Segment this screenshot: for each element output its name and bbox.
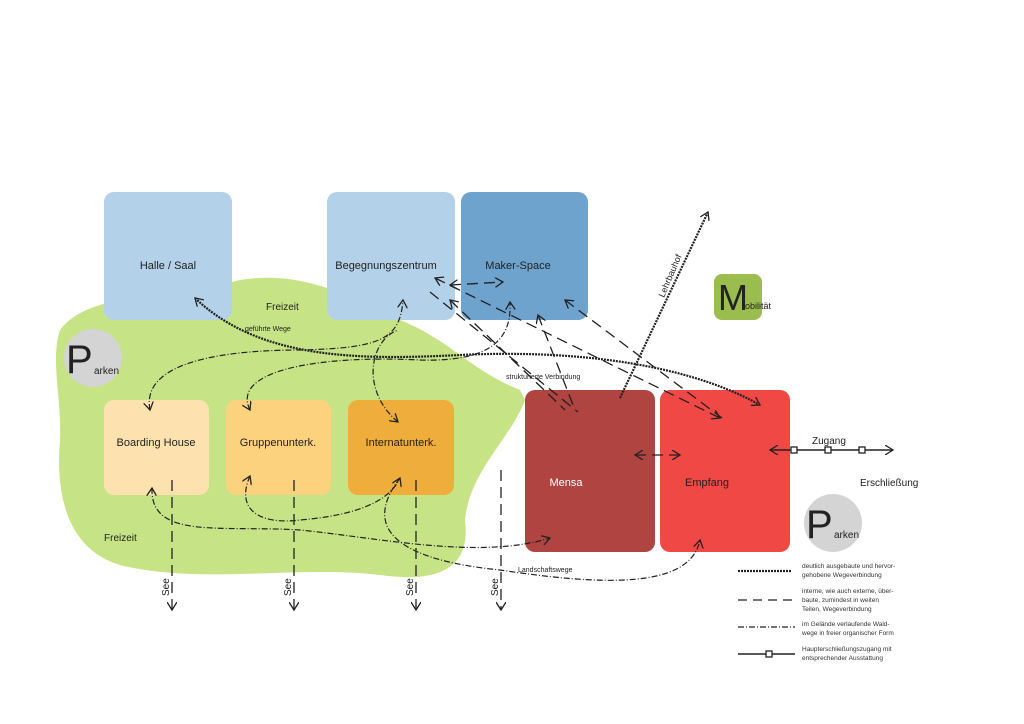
block-mobilitaet: M obilität: [714, 274, 772, 320]
legend-text: gehobene Wegeverbindung: [802, 572, 882, 579]
block-boarding-house: Boarding House: [104, 400, 209, 495]
internat-label: Internatunterk.: [366, 437, 437, 449]
begegnung-label: Begegnungszentrum: [335, 260, 437, 272]
path-network: [149, 212, 893, 610]
see-label: See: [490, 578, 501, 596]
see-label: See: [161, 578, 172, 596]
mobilitaet-label: obilität: [745, 301, 772, 311]
block-internatunterkunft: Internatunterk.: [348, 400, 454, 495]
legend-text: Haupterschließungszugang mit: [802, 646, 892, 653]
block-maker-space: Maker-Space: [461, 192, 588, 320]
legend-text: interne, wie auch externe, über-: [802, 588, 893, 595]
legend-text: wege in freier organischer Form: [801, 630, 894, 637]
see-label: See: [283, 578, 294, 596]
gefuehrte-wege-label: geführte Wege: [245, 326, 291, 333]
strukturierte-verbindung-label: strukturierte Verbindung: [506, 374, 580, 381]
landschaftswege-label: Landschaftswege: [518, 567, 573, 574]
mobilitaet-initial: M: [718, 277, 748, 318]
parken-initial: P: [66, 338, 93, 382]
legend: deutlich ausgebaute und hervor- gehobene…: [738, 563, 895, 662]
parken-left: P arken: [64, 329, 122, 387]
gruppen-label: Gruppenunterk.: [240, 437, 316, 449]
boarding-label: Boarding House: [117, 437, 196, 449]
parken-label: arken: [834, 530, 859, 541]
see-label: See: [405, 578, 416, 596]
legend-text: Teilen, Wegeverbindung: [802, 606, 872, 613]
block-mensa: Mensa: [525, 390, 655, 552]
halle-label: Halle / Saal: [140, 260, 196, 272]
mensa-label: Mensa: [549, 477, 583, 489]
parken-label: arken: [94, 366, 119, 377]
parken-initial: P: [806, 503, 833, 547]
maker-label: Maker-Space: [485, 260, 550, 272]
freizeit-label: Freizeit: [266, 302, 299, 313]
legend-text: baute, zumindest in weiten: [802, 597, 879, 604]
erschliessung-label: Erschließung: [860, 478, 918, 489]
zugang-label: Zugang: [812, 436, 846, 447]
empfang-label: Empfang: [685, 477, 729, 489]
freizeit-label: Freizeit: [104, 533, 137, 544]
parken-right: P arken: [804, 494, 862, 552]
block-begegnungszentrum: Begegnungszentrum: [327, 192, 455, 320]
legend-text: im Gelände verlaufende Wald-: [802, 621, 890, 628]
legend-text: entsprechender Ausstattung: [802, 655, 883, 662]
block-halle: Halle / Saal: [104, 192, 232, 320]
block-gruppenunterkunft: Gruppenunterk.: [226, 400, 331, 495]
legend-text: deutlich ausgebaute und hervor-: [802, 563, 895, 570]
block-empfang: Empfang: [660, 390, 790, 552]
